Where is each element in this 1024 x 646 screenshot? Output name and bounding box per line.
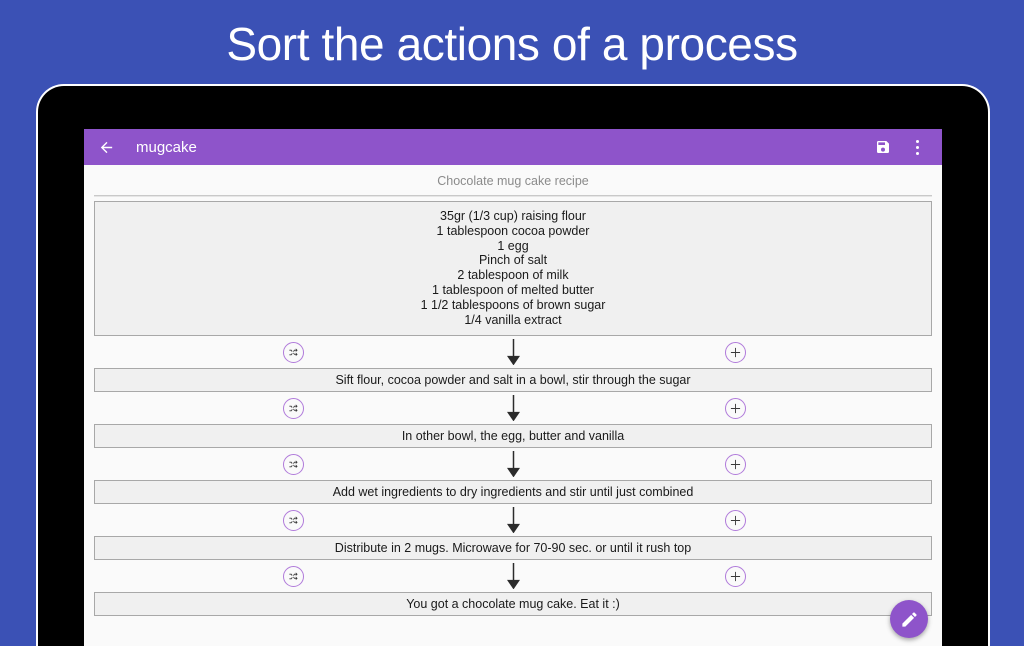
arrow-down-icon: [506, 339, 520, 366]
ingredient-line: 1 egg: [497, 238, 529, 253]
arrow-down-icon: [506, 563, 520, 590]
shuffle-button[interactable]: [283, 397, 304, 419]
menu-dot: [915, 151, 919, 155]
plus-icon: [730, 459, 741, 469]
add-step-button[interactable]: [725, 565, 746, 587]
step-text: Sift flour, cocoa powder and salt in a b…: [335, 373, 691, 388]
overflow-menu-button[interactable]: [904, 134, 930, 160]
step-card[interactable]: Sift flour, cocoa powder and salt in a b…: [94, 368, 932, 393]
promo-headline: Sort the actions of a process: [226, 18, 798, 70]
plus-icon: [730, 347, 741, 357]
step-text: Add wet ingredients to dry ingredients a…: [332, 485, 694, 500]
shuffle-icon: [289, 572, 298, 581]
step-connector: [84, 504, 942, 536]
process-content: Chocolate mug cake recipe 35gr (1/3 cup)…: [84, 165, 942, 646]
shuffle-button[interactable]: [283, 565, 304, 587]
flow-arrow: [84, 451, 942, 478]
step-connector: [84, 560, 942, 592]
app-screen: mugcake Chocolate mug cake recipe 35g: [84, 129, 942, 646]
step-connector: [84, 448, 942, 480]
arrow-down-icon: [506, 507, 520, 534]
ingredient-line: 35gr (1/3 cup) raising flour: [440, 209, 586, 223]
flow-arrow: [84, 339, 942, 366]
step-card[interactable]: In other bowl, the egg, butter and vanil…: [94, 424, 932, 449]
ingredient-line: Pinch of salt: [478, 253, 548, 268]
step-card[interactable]: Distribute in 2 mugs. Microwave for 70-9…: [94, 536, 932, 561]
shuffle-button[interactable]: [283, 341, 304, 363]
step-text: You got a chocolate mug cake. Eat it :): [406, 597, 620, 612]
promo-banner: Sort the actions of a process: [0, 0, 1024, 88]
plus-icon: [730, 403, 741, 413]
app-toolbar: mugcake: [84, 129, 942, 165]
ingredient-line: 2 tablespoon of milk: [457, 268, 569, 283]
step-connector: [84, 336, 942, 368]
ingredient-line: 1 1/2 tablespoons of brown sugar: [420, 297, 606, 312]
shuffle-button[interactable]: [283, 453, 304, 475]
shuffle-icon: [289, 348, 298, 357]
back-button[interactable]: [92, 133, 120, 161]
ingredients-card[interactable]: 35gr (1/3 cup) raising flour 1 tablespoo…: [94, 201, 932, 337]
add-step-button[interactable]: [725, 397, 746, 419]
save-floppy-icon: [877, 141, 889, 153]
edit-fab[interactable]: [890, 600, 928, 638]
recipe-title: Chocolate mug cake recipe: [437, 174, 589, 188]
step-connector: [84, 392, 942, 424]
flow-arrow: [84, 563, 942, 590]
arrow-left-icon: [100, 141, 112, 153]
shuffle-button[interactable]: [283, 509, 304, 531]
step-card[interactable]: Add wet ingredients to dry ingredients a…: [94, 480, 932, 505]
add-step-button[interactable]: [725, 453, 746, 475]
shuffle-icon: [289, 460, 298, 469]
ingredient-line: 1 tablespoon cocoa powder: [436, 223, 590, 238]
save-button[interactable]: [870, 134, 896, 160]
arrow-down-icon: [506, 395, 520, 422]
flow-arrow: [84, 507, 942, 534]
flow-arrow: [84, 395, 942, 422]
add-step-button[interactable]: [725, 341, 746, 363]
menu-dot: [915, 139, 919, 143]
step-card[interactable]: You got a chocolate mug cake. Eat it :): [94, 592, 932, 617]
shuffle-icon: [289, 516, 298, 525]
shuffle-icon: [289, 404, 298, 413]
step-text: Distribute in 2 mugs. Microwave for 70-9…: [334, 541, 692, 556]
step-text: In other bowl, the egg, butter and vanil…: [401, 429, 625, 444]
add-step-button[interactable]: [725, 509, 746, 531]
tablet-device-frame: mugcake Chocolate mug cake recipe 35g: [38, 86, 988, 646]
arrow-down-icon: [506, 451, 520, 478]
plus-icon: [730, 571, 741, 581]
ingredient-line: 1 tablespoon of melted butter: [432, 282, 594, 297]
plus-icon: [730, 515, 741, 525]
menu-dot: [915, 145, 919, 149]
pencil-edit-icon: [901, 611, 917, 627]
toolbar-title: mugcake: [136, 138, 197, 156]
ingredient-line: 1/4 vanilla extract: [464, 312, 562, 327]
more-vertical-icon: [915, 138, 919, 156]
title-divider: [94, 195, 932, 197]
